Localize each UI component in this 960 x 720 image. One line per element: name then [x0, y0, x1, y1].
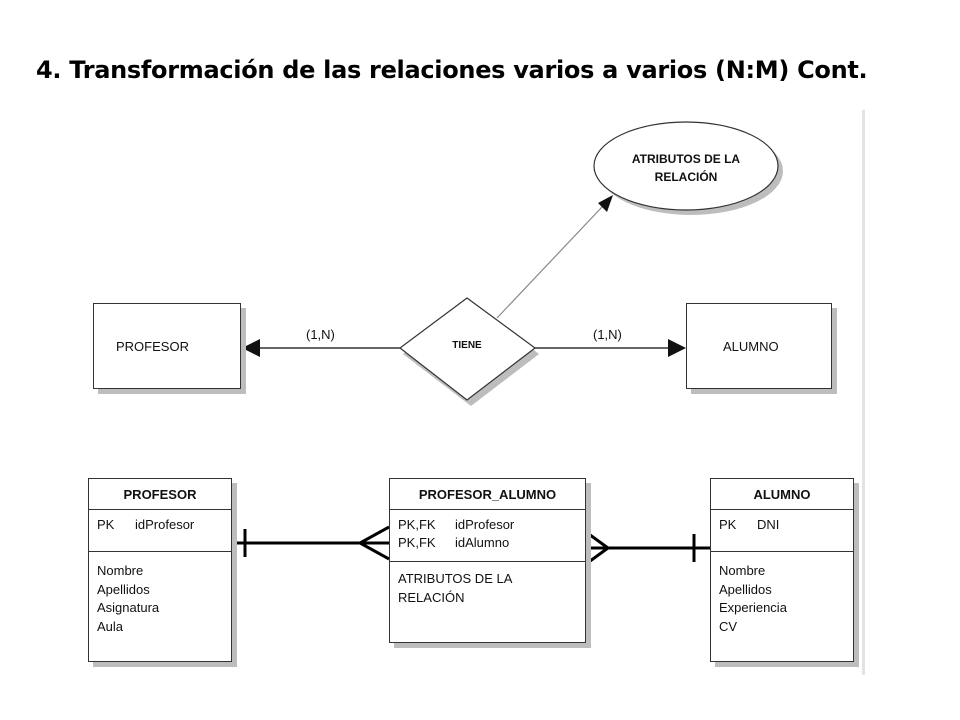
attribute-link-line: [496, 206, 603, 319]
key-row: PK idProfesor: [97, 516, 223, 534]
entity-profesor: PROFESOR: [93, 303, 241, 389]
cardinality-right: (1,N): [593, 327, 622, 342]
relationship-diamond: [399, 297, 537, 401]
attribute-ellipse: [593, 121, 779, 211]
table-profesor-alumno: PROFESOR_ALUMNO PK,FK idProfesor PK,FK idA…: [389, 478, 586, 643]
attribute-label: ATRIBUTOS DE LA RELACIÓN: [616, 150, 756, 186]
key-row: PK DNI: [719, 516, 845, 534]
attribute-row: Nombre: [719, 563, 766, 578]
attribute-row: RELACIÓN: [398, 589, 465, 605]
key-kind: PK: [719, 517, 737, 532]
table-profesor-attributes: Nombre Apellidos Asignatura Aula: [89, 552, 231, 642]
attribute-arrowhead: [598, 195, 613, 212]
table-alumno-keys: PK DNI: [711, 510, 853, 552]
key-row: PK,FK idProfesor: [398, 516, 577, 534]
entity-alumno-label: ALUMNO: [723, 338, 779, 354]
profesor-many-crowsfoot: [356, 525, 390, 561]
table-profesor: PROFESOR PK idProfesor Nombre Apellidos A…: [88, 478, 232, 662]
table-alumno-attributes: Nombre Apellidos Experiencia CV: [711, 552, 853, 642]
attribute-row: Aula: [97, 618, 124, 634]
left-arrowhead: [242, 339, 260, 357]
attribute-label-line2: RELACIÓN: [654, 170, 718, 184]
key-kind: PK,FK: [398, 517, 436, 532]
table-profesor-header: PROFESOR: [89, 479, 231, 510]
attribute-row: Nombre: [97, 563, 144, 578]
attribute-row: Experiencia: [719, 600, 787, 615]
entity-profesor-label: PROFESOR: [116, 338, 189, 354]
attribute-row: ATRIBUTOS DE LA: [398, 571, 513, 586]
key-field: idAlumno: [455, 535, 510, 550]
table-profesor-alumno-attributes: ATRIBUTOS DE LA RELACIÓN: [390, 562, 585, 613]
key-field: DNI: [757, 517, 780, 532]
key-field: idProfesor: [455, 517, 515, 532]
table-profesor-alumno-keys: PK,FK idProfesor PK,FK idAlumno: [390, 510, 585, 562]
attribute-row: CV: [719, 618, 738, 634]
attribute-row: Asignatura: [97, 600, 160, 615]
table-profesor-alumno-header: PROFESOR_ALUMNO: [390, 479, 585, 510]
entity-alumno: ALUMNO: [686, 303, 832, 389]
attribute-row: Apellidos: [97, 581, 150, 597]
attribute-label-line1: ATRIBUTOS DE LA: [631, 152, 741, 166]
cardinality-left: (1,N): [306, 327, 335, 342]
key-row: PK,FK idAlumno: [398, 534, 577, 552]
table-alumno-header: ALUMNO: [711, 479, 853, 510]
table-profesor-keys: PK idProfesor: [89, 510, 231, 552]
key-field: idProfesor: [135, 517, 195, 532]
right-arrowhead: [668, 339, 686, 357]
slide-edge-rule: [862, 110, 865, 675]
alumno-many-crowsfoot: [585, 530, 611, 566]
key-kind: PK,FK: [398, 535, 436, 550]
table-alumno: ALUMNO PK DNI Nombre Apellidos Experienci…: [710, 478, 854, 662]
key-kind: PK: [97, 517, 115, 532]
attribute-row: Apellidos: [719, 581, 772, 597]
page-title: 4. Transformación de las relaciones vari…: [36, 56, 868, 84]
relationship-label: TIENE: [452, 340, 482, 351]
